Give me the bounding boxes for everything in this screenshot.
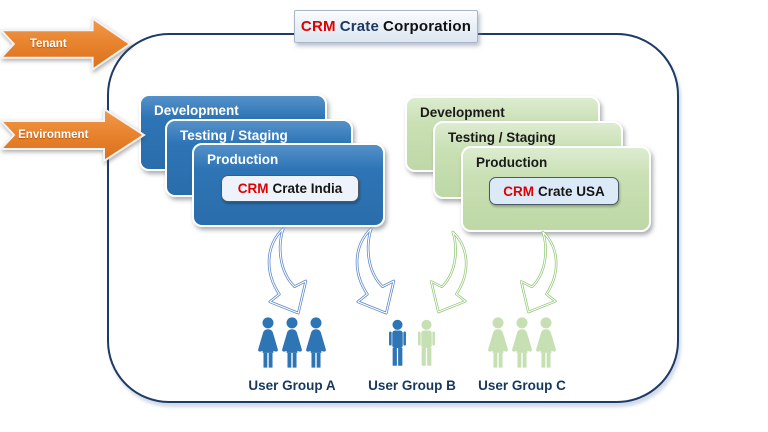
person-man-icon	[413, 317, 440, 374]
crm-crate-usa-chip: CRM Crate USA	[489, 177, 619, 205]
environment-arrow-label: Environment	[18, 129, 89, 141]
user-group-a: User Group A	[237, 316, 347, 393]
chip-brand: CRM	[237, 181, 269, 196]
user-group-c-people	[486, 316, 558, 374]
card-label: Testing / Staging	[180, 128, 288, 143]
environment-arrow: Environment	[0, 106, 148, 164]
crm-crate-india-chip: CRM Crate India	[221, 175, 359, 202]
card-label: Production	[476, 155, 548, 170]
card-label: Development	[154, 103, 239, 118]
curved-arrow-blue-icon	[256, 226, 314, 316]
user-group-c: User Group C	[467, 316, 577, 393]
user-group-a-people	[256, 316, 328, 374]
tenant-arrow-label: Tenant	[29, 38, 67, 50]
person-woman-icon	[531, 317, 561, 374]
user-group-a-label: User Group A	[248, 378, 336, 393]
title-corporation: Corporation	[383, 18, 472, 35]
user-group-c-label: User Group C	[478, 378, 566, 393]
curved-arrow-green-icon	[424, 228, 478, 316]
corporation-title: CRM Crate Corporation	[294, 10, 478, 43]
card-label: Development	[420, 105, 505, 120]
card-label: Testing / Staging	[448, 130, 556, 145]
card-production-usa: Production CRM Crate USA	[461, 146, 651, 232]
title-brand-crm: CRM	[300, 18, 336, 35]
chip-name: Crate USA	[537, 183, 605, 199]
chip-brand: CRM	[503, 183, 534, 199]
person-woman-icon	[301, 317, 331, 374]
user-group-b: User Group B	[357, 316, 467, 393]
chevron-right-icon	[0, 107, 146, 163]
curved-arrow-green-icon	[514, 228, 568, 316]
curved-arrow-blue-icon	[344, 226, 402, 316]
card-production-india: Production CRM Crate India	[192, 143, 385, 227]
chevron-right-icon	[0, 16, 132, 72]
title-brand-crate: Crate	[339, 18, 380, 35]
chip-name: Crate India	[272, 181, 343, 196]
user-group-b-label: User Group B	[368, 378, 456, 393]
card-label: Production	[207, 152, 279, 167]
user-group-b-people	[383, 316, 441, 374]
tenant-arrow: Tenant	[0, 15, 134, 73]
person-man-icon	[384, 317, 411, 374]
